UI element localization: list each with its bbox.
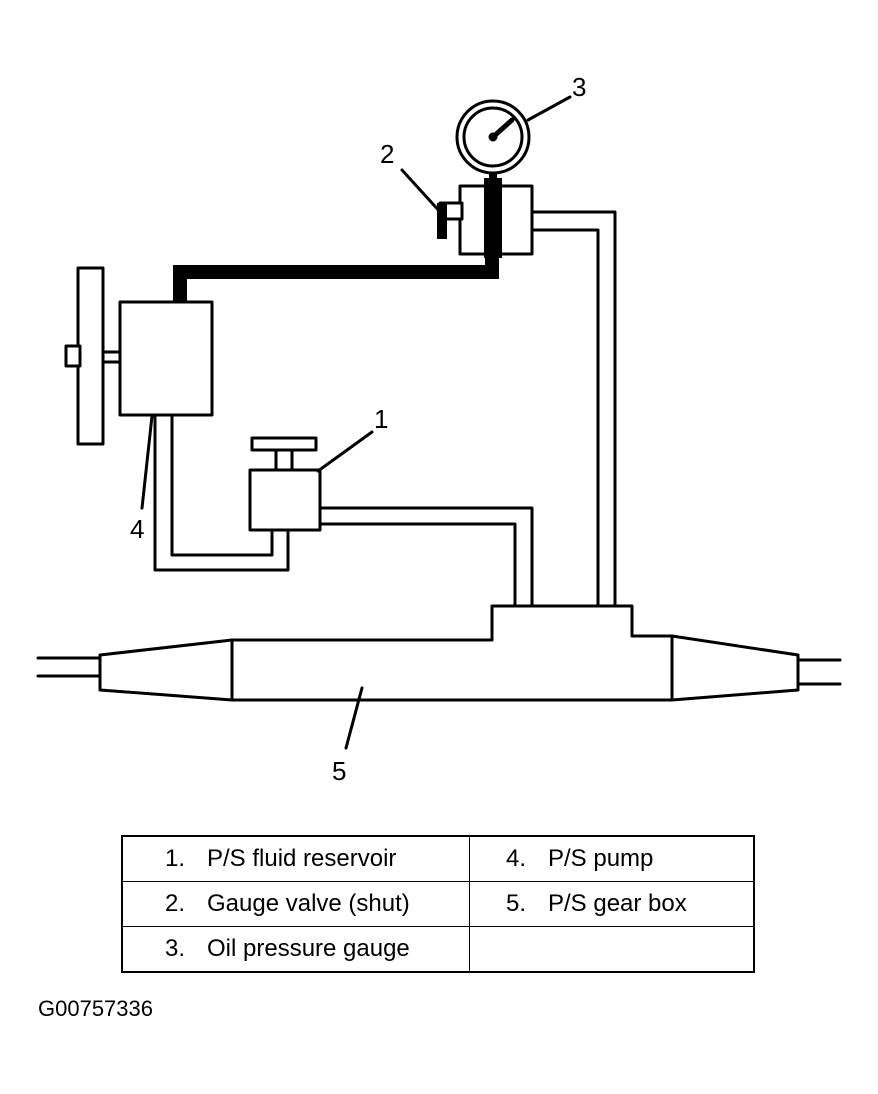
leader-line-1 — [316, 430, 374, 473]
callout-3: 3 — [572, 72, 586, 102]
legend-label: Gauge valve (shut) — [207, 890, 410, 917]
legend-item: 4. P/S pump — [469, 835, 755, 882]
legend-item: 1. P/S fluid reservoir — [121, 835, 470, 882]
leader-line-5 — [344, 686, 364, 750]
leader-line-2 — [400, 168, 444, 216]
callout-4: 4 — [130, 514, 144, 544]
legend-item: 5. P/S gear box — [469, 881, 755, 927]
power-steering-pressure-test-diagram: 1 2 3 4 5 — [36, 72, 842, 786]
callout-2: 2 — [380, 139, 394, 169]
legend-empty-cell — [469, 926, 755, 973]
legend-number: 3. — [164, 935, 185, 962]
legend-label: P/S pump — [548, 845, 654, 872]
hose-valve-to-gearbox — [530, 210, 617, 608]
legend-label: Oil pressure gauge — [207, 935, 410, 962]
legend-row: 2. Gauge valve (shut) 5. P/S gear box — [121, 881, 755, 927]
gear-box — [36, 604, 842, 702]
legend-number: 4. — [505, 845, 526, 872]
figure-id: G00757336 — [38, 996, 153, 1021]
legend-label: P/S gear box — [548, 890, 687, 917]
pump-body — [118, 300, 214, 417]
return-hose-pump — [153, 413, 290, 572]
pump-pulley — [64, 266, 122, 446]
leader-line-3 — [526, 95, 572, 122]
fluid-reservoir — [248, 436, 322, 532]
legend-item: 2. Gauge valve (shut) — [121, 881, 470, 927]
legend-item: 3. Oil pressure gauge — [121, 926, 470, 973]
leader-line-4 — [140, 414, 154, 510]
gauge-valve-block — [437, 178, 534, 258]
parts-legend: 1. P/S fluid reservoir 4. P/S pump 2. Gauge… — [121, 835, 755, 973]
legend-row: 3. Oil pressure gauge — [121, 926, 755, 973]
legend-number: 2. — [164, 890, 185, 917]
oil-pressure-gauge — [455, 99, 531, 192]
legend-number: 1. — [164, 845, 185, 872]
return-hose-gearbox — [318, 506, 534, 608]
legend-label: P/S fluid reservoir — [207, 845, 397, 872]
legend-number: 5. — [505, 890, 526, 917]
callout-5: 5 — [332, 756, 346, 786]
legend-row: 1. P/S fluid reservoir 4. P/S pump — [121, 835, 755, 882]
callout-1: 1 — [374, 404, 388, 434]
